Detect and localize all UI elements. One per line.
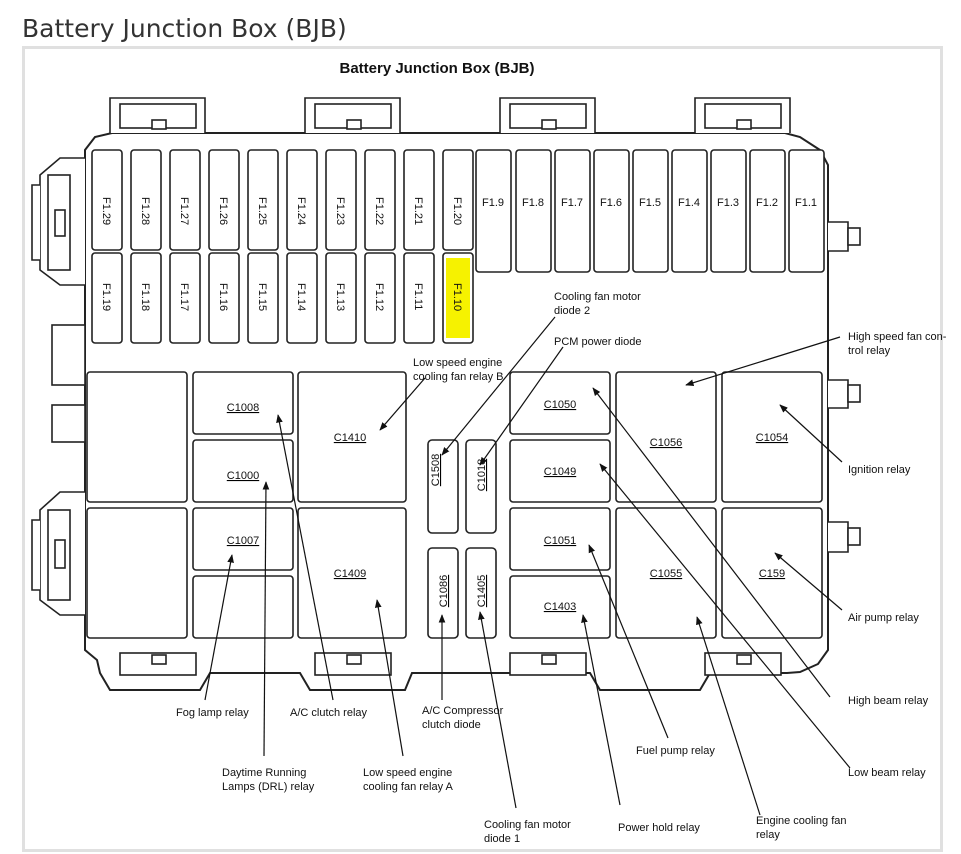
fuse-label: F1.18 [139, 283, 151, 311]
callout-label: A/C clutch relay [290, 707, 368, 719]
callout-leaders [204, 316, 851, 816]
fuse-label: F1.23 [334, 197, 346, 225]
relay-labels: C1008 C1000 C1007 C1410 C1409 C1508 C101… [227, 399, 788, 613]
fuse-label: F1.5 [639, 197, 661, 209]
callout-label: Ignition relay [848, 464, 911, 476]
fuse-label: F1.13 [334, 283, 346, 311]
callout-label: High beam relay [848, 695, 929, 707]
fuse-label: F1.6 [600, 197, 622, 209]
fuse-label: F1.9 [482, 197, 504, 209]
fuse-label: F1.4 [678, 197, 700, 209]
relay-label: C1007 [227, 535, 259, 547]
fuse-label: F1.19 [100, 283, 112, 311]
callout-label: Engine cooling fan [756, 815, 847, 827]
relay-label: C1050 [544, 399, 576, 411]
fuse-label: F1.1 [795, 197, 817, 209]
fuse-label: F1.7 [561, 197, 583, 209]
fuse-label: F1.17 [178, 283, 190, 311]
callout-label: trol relay [848, 345, 891, 357]
callout-label: clutch diode [422, 719, 481, 731]
callout-label: Low speed engine [413, 357, 502, 369]
fuse-label: F1.24 [295, 197, 307, 225]
callout-labels: Cooling fan motor diode 2 PCM power diod… [176, 291, 947, 845]
fuse-label: F1.16 [217, 283, 229, 311]
relay-label: C1051 [544, 535, 576, 547]
fuse-label: F1.15 [256, 283, 268, 311]
callout-label: Daytime Running [222, 767, 306, 779]
relay-label: C159 [759, 568, 785, 580]
relay-label: C1008 [227, 402, 259, 414]
relay-label: C1055 [650, 568, 682, 580]
fuse-label: F1.2 [756, 197, 778, 209]
fuse-label: F1.27 [178, 197, 190, 225]
fuse-label: F1.14 [295, 283, 307, 311]
fuse-label: F1.12 [373, 283, 385, 311]
relay-label: C1049 [544, 466, 576, 478]
callout-label: Lamps (DRL) relay [222, 781, 315, 793]
fuse-label: F1.29 [100, 197, 112, 225]
right-side-tabs [828, 221, 861, 553]
fuse-row-top-large: F1.9 F1.8 F1.7 F1.6 F1.5 F1.4 F1.3 F1.2 … [475, 149, 825, 273]
callout-label: diode 2 [554, 305, 590, 317]
relay-label: C1508 [430, 454, 442, 486]
fuse-label: F1.20 [451, 197, 463, 225]
fuse-label: F1.10 [451, 283, 463, 311]
fuse-label: F1.28 [139, 197, 151, 225]
callout-label: Cooling fan motor [554, 291, 641, 303]
fuse-label: F1.26 [217, 197, 229, 225]
callout-label: cooling fan relay A [363, 781, 454, 793]
fuse-label: F1.21 [412, 197, 424, 225]
callout-label: Air pump relay [848, 612, 919, 624]
fuse-label: F1.8 [522, 197, 544, 209]
fuse-row-bottom-small: F1.19 F1.18 F1.17 F1.16 F1.15 F1.14 F1.1… [91, 252, 474, 344]
diagram-title: Battery Junction Box (BJB) [339, 60, 534, 77]
fuse-label: F1.3 [717, 197, 739, 209]
fuse-label: F1.22 [373, 197, 385, 225]
relay-label: C1405 [476, 575, 488, 607]
callout-label: diode 1 [484, 833, 520, 845]
fuse-label: F1.25 [256, 197, 268, 225]
callout-label: A/C Compressor [422, 705, 504, 717]
callout-label: Cooling fan motor [484, 819, 571, 831]
relay-label: C1086 [438, 575, 450, 607]
relay-label: C1056 [650, 437, 682, 449]
callout-label: Power hold relay [618, 822, 700, 834]
callout-label: Fog lamp relay [176, 707, 249, 719]
left-connectors [31, 157, 86, 616]
callout-label: cooling fan relay B [413, 371, 504, 383]
callout-label: Low beam relay [848, 767, 926, 779]
relay-label: C1403 [544, 601, 576, 613]
top-mounting-tabs [109, 97, 791, 133]
bottom-mounting-tabs [119, 652, 782, 676]
relay-label: C1409 [334, 568, 366, 580]
callout-label: High speed fan con- [848, 331, 947, 343]
relay-label: C1054 [756, 432, 788, 444]
callout-label: Low speed engine [363, 767, 452, 779]
fuse-label: F1.11 [412, 283, 424, 310]
fuse-row-top-small: F1.29 F1.28 F1.27 F1.26 F1.25 F1.24 F1.2… [91, 149, 474, 251]
callout-label: relay [756, 829, 780, 841]
relay-label: C1000 [227, 470, 259, 482]
callout-label: Fuel pump relay [636, 745, 715, 757]
relay-label: C1410 [334, 432, 366, 444]
relay-label: C1018 [476, 459, 488, 491]
callout-label: PCM power diode [554, 336, 641, 348]
fuse-highlight [446, 258, 470, 338]
page-title: Battery Junction Box (BJB) [22, 14, 347, 43]
